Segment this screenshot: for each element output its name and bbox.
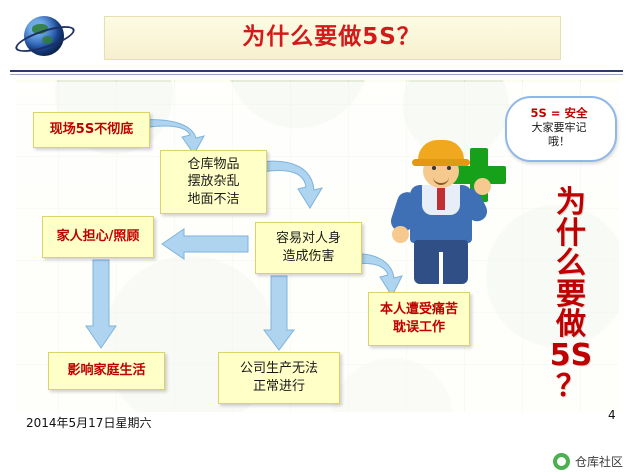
flow-box-family-life: 影响家庭生活 [48, 352, 165, 390]
vertical-headline: 为 什 么 要 做 5S ？ [540, 185, 602, 404]
title-banner [104, 16, 561, 60]
worker-right-hand [474, 178, 491, 195]
callout-bubble [505, 96, 617, 162]
arrow-b2-to-b4 [258, 156, 324, 228]
callout-line-2: 大家要牢记 [531, 121, 587, 135]
globe-landmass [32, 24, 48, 34]
callout-text: 5S = 安全 大家要牢记 哦！ [505, 98, 613, 158]
header-divider [10, 70, 623, 72]
worker-mouth [433, 176, 449, 185]
vertical-char: 么 [556, 246, 586, 282]
flow-box-line: 影响家庭生活 [67, 363, 146, 379]
page-title: 为什么要做5S？ [242, 24, 421, 50]
flow-box-current-state: 现场5S不彻底 [33, 112, 150, 148]
cross-horizontal-bar [452, 166, 506, 184]
worker-left-hand [392, 226, 409, 243]
flow-box-line: 耽误工作 [392, 320, 445, 335]
flow-box-line: 正常进行 [252, 379, 305, 394]
worker-illustration [388, 130, 512, 290]
worker-helmet [418, 140, 464, 162]
vertical-char: 5S [549, 337, 593, 373]
background-bottom-band [0, 412, 633, 476]
worker-tie [437, 188, 445, 210]
slide-date: 2014年5月17日星期六 [26, 416, 152, 430]
flow-box-personal-injury: 容易对人身 造成伤害 [255, 222, 362, 274]
background-left-band [0, 80, 16, 412]
arrow-b4-to-b7 [262, 274, 296, 352]
flow-box-line: 家人担心/照顾 [56, 229, 140, 245]
vertical-char: 为 [556, 185, 586, 220]
flow-box-line: 公司生产无法 [239, 361, 318, 377]
arrow-b4-to-b3 [160, 228, 250, 262]
arrow-b3-to-b6 [84, 258, 118, 350]
flow-box-production-halt: 公司生产无法 正常进行 [218, 352, 340, 404]
worker-eye-right [447, 166, 451, 170]
worker-helmet-brim [412, 159, 470, 166]
flow-box-personal-suffering: 本人遭受痛苦 耽误工作 [368, 292, 470, 346]
watermark: 仓库社区 [552, 453, 623, 470]
globe-landmass-secondary [42, 36, 53, 44]
flow-box-line: 仓库物品 [187, 156, 240, 172]
flow-box-line: 本人遭受痛苦 [379, 302, 458, 318]
watermark-label: 仓库社区 [574, 455, 623, 469]
vertical-char: 要 [556, 276, 586, 312]
globe-icon [12, 12, 78, 62]
flow-box-warehouse-disorder: 仓库物品 摆放杂乱 地面不洁 [160, 150, 267, 214]
flow-box-line: 现场5S不彻底 [49, 122, 134, 138]
slide-page-number: 4 [608, 408, 616, 422]
arrow-b4-to-b5 [348, 250, 410, 308]
worker-leg-split [439, 252, 443, 284]
flow-box-family-worry: 家人担心/照顾 [42, 216, 154, 258]
callout-line-1: 5S = 安全 [530, 106, 588, 121]
watermark-logo-icon [552, 453, 570, 470]
flow-box-line: 摆放杂乱 [187, 174, 240, 190]
flow-box-line: 地面不洁 [187, 191, 240, 207]
flow-box-line: 造成伤害 [282, 249, 335, 264]
worker-eye-left [432, 166, 436, 170]
background-right-band [619, 80, 633, 412]
vertical-char: 做 [556, 307, 586, 343]
vertical-char: ？ [556, 368, 586, 404]
flow-box-line: 容易对人身 [275, 231, 341, 247]
vertical-char: 什 [556, 215, 586, 251]
header-divider-secondary [10, 74, 623, 75]
callout-line-3: 哦！ [548, 135, 570, 149]
